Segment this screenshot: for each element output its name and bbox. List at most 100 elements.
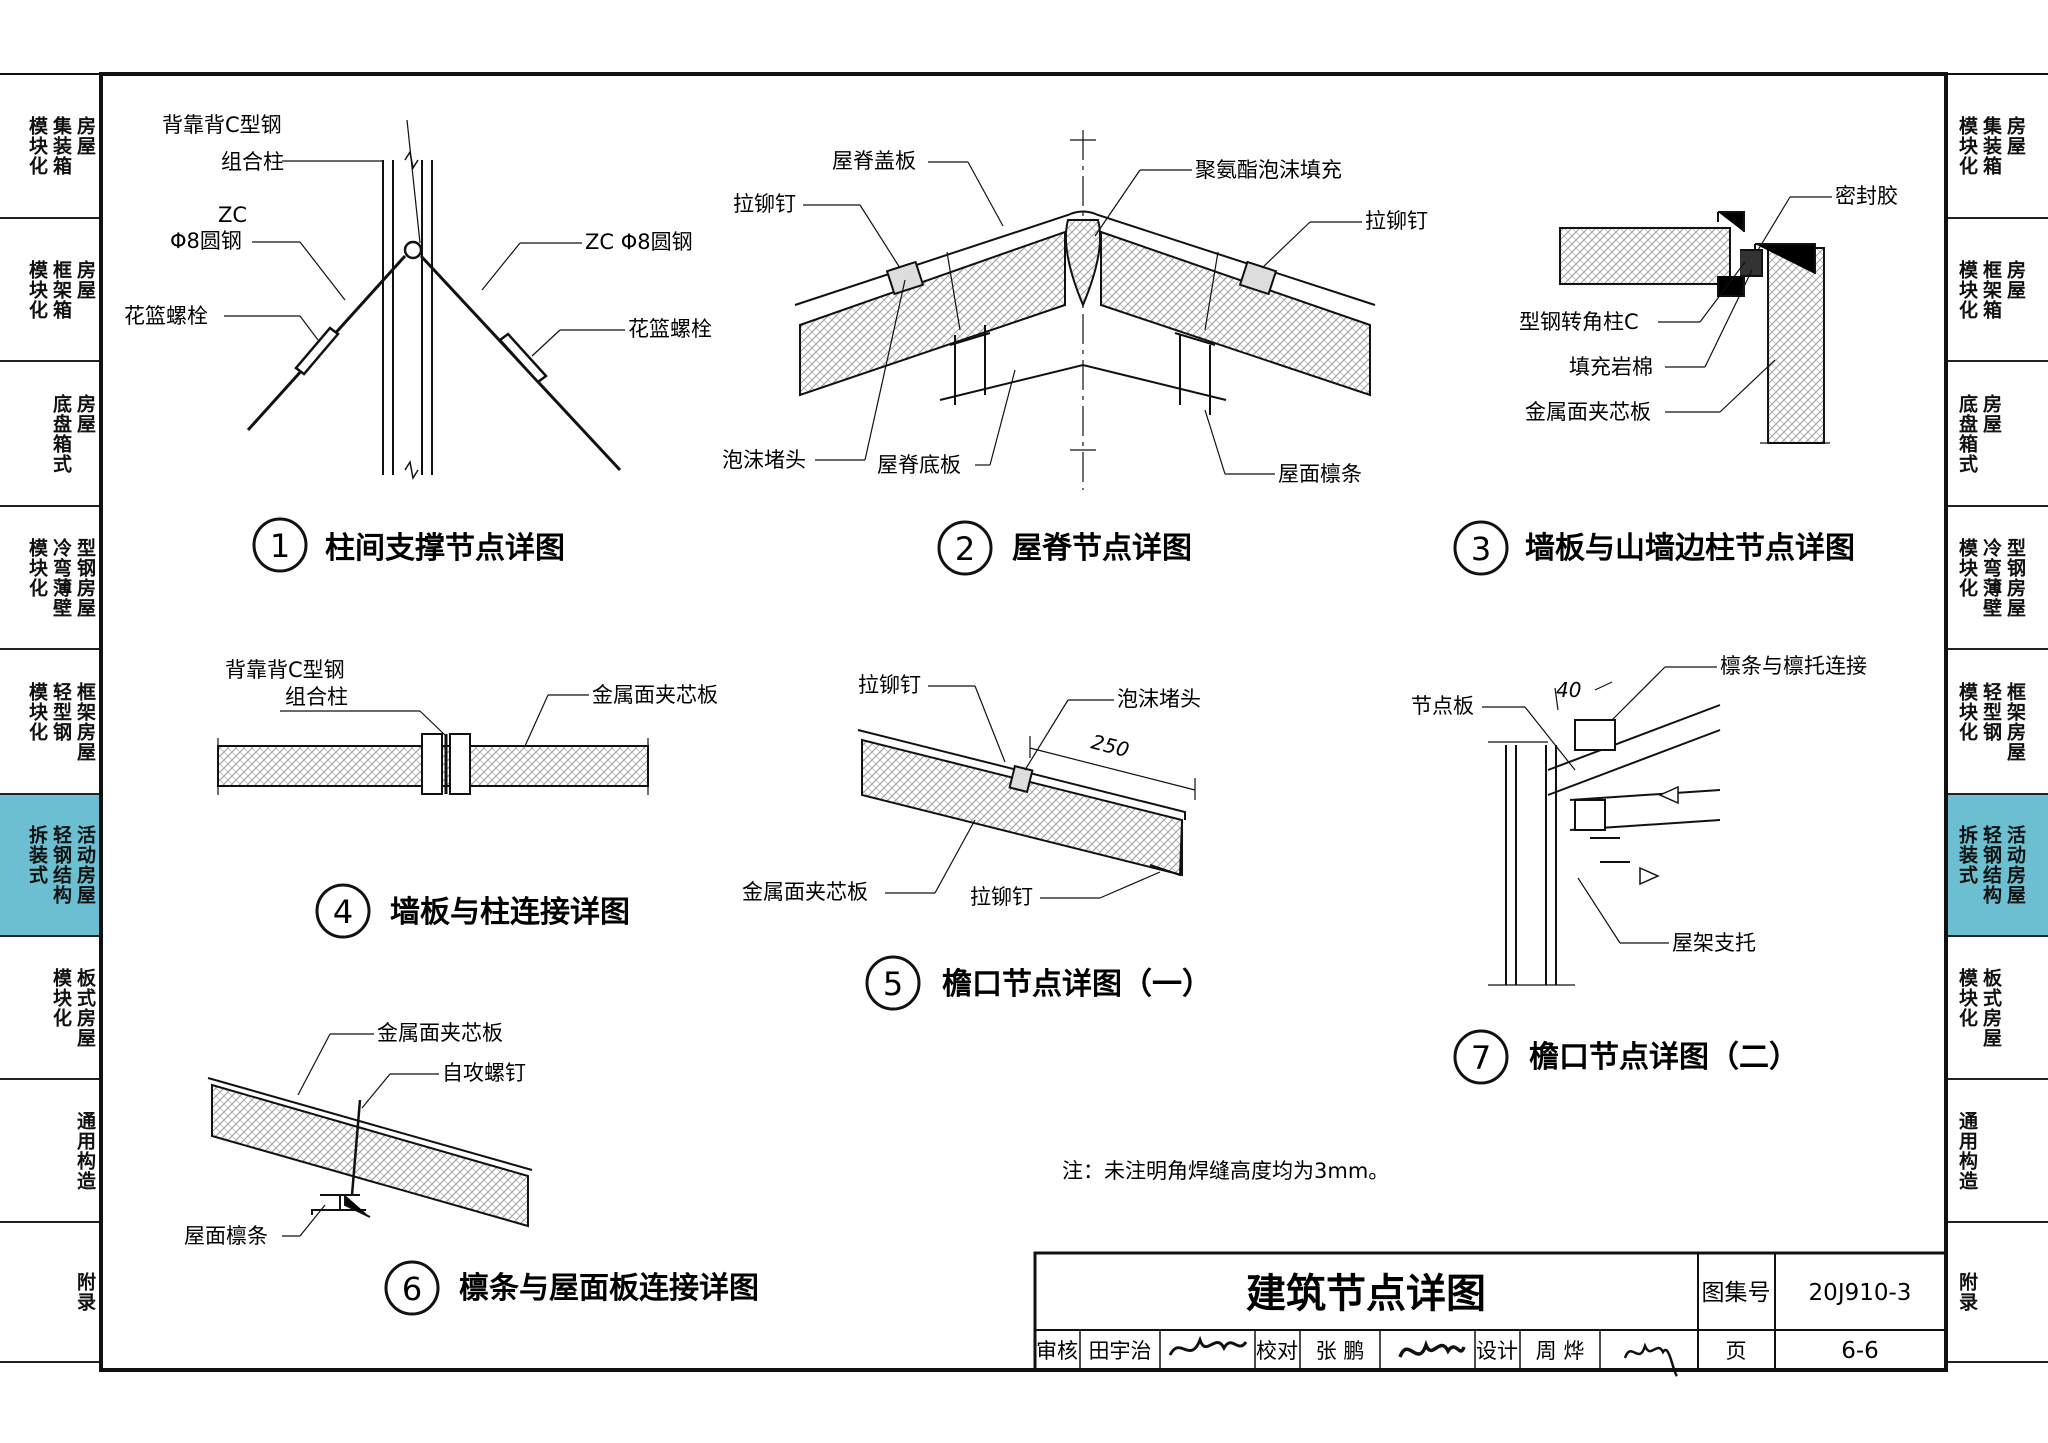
side-tab-label: 型钢房屋 [74, 537, 96, 618]
side-tab[interactable]: 板式房屋模块化 [0, 937, 100, 1080]
side-tab-label: 框架房屋 [2004, 681, 2026, 762]
side-tab-label: 模块化 [26, 115, 48, 176]
d3-number: 3 [1471, 530, 1491, 568]
side-tab[interactable]: 附录 [0, 1223, 100, 1363]
detail-7-eave-2 [1488, 681, 1721, 986]
side-tab-label: 房屋 [2004, 259, 2026, 300]
d2-number-circle [937, 520, 993, 576]
side-tab-label: 轻型钢 [50, 681, 72, 742]
d4-number: 4 [333, 893, 353, 931]
d6-title: 檩条与屋面板连接详图 [459, 1271, 759, 1306]
atlas-number: 20J910-3 [1809, 1280, 1912, 1306]
d7-number: 7 [1471, 1039, 1491, 1077]
side-tab[interactable]: 型钢房屋冷弯薄壁模块化 [1948, 507, 2048, 650]
d3-label-rock-wool: 填充岩棉 [1569, 355, 1653, 379]
side-tab-label: 房屋 [1980, 393, 2002, 434]
d1-title: 柱间支撑节点详图 [325, 531, 565, 566]
detail-2-ridge [794, 130, 1376, 490]
d7-label-truss-support: 屋架支托 [1672, 931, 1756, 955]
d6-label-self-tapping-screw: 自攻螺钉 [442, 1061, 526, 1085]
detail-6-purlin-panel [207, 1077, 533, 1228]
d4-number-circle [315, 883, 371, 939]
side-tab[interactable]: 通用构造 [0, 1080, 100, 1223]
d1-label-back-to-back-c-steel: 背靠背C型钢 [162, 113, 282, 137]
side-tab[interactable]: 型钢房屋冷弯薄壁模块化 [0, 507, 100, 650]
side-tab-label: 房屋 [2004, 115, 2026, 156]
d3-label-sandwich-panel: 金属面夹芯板 [1525, 400, 1651, 424]
detail-5-eave-1 [857, 729, 1196, 877]
side-tab-label: 框架房屋 [74, 681, 96, 762]
d7-title: 檐口节点详图（二） [1529, 1040, 1799, 1075]
side-tab[interactable]: 房屋集装箱模块化 [1948, 74, 2048, 219]
side-tab-label: 房屋 [74, 259, 96, 300]
d3-label-sealant: 密封胶 [1835, 184, 1898, 208]
side-tab-label: 板式房屋 [1980, 967, 2002, 1048]
d7-label-purlin-connection: 檩条与檩托连接 [1720, 654, 1867, 678]
d2-title: 屋脊节点详图 [1012, 531, 1192, 566]
d2-label-pu-foam: 聚氨酯泡沫填充 [1195, 158, 1342, 182]
d1-label-zc-round-steel-right: ZC Φ8圆钢 [585, 230, 693, 254]
detail-3-wall-corner [1559, 211, 1830, 444]
side-tab[interactable]: 框架房屋轻型钢模块化 [0, 650, 100, 795]
side-tab-label: 模块化 [1956, 259, 1978, 320]
d1-label-zc: ZC [218, 203, 247, 227]
d2-label-rivet-left: 拉铆钉 [733, 192, 796, 216]
side-tab[interactable]: 活动房屋轻钢结构拆装式 [0, 795, 100, 937]
side-tab[interactable]: 房屋框架箱模块化 [0, 219, 100, 362]
side-tab-label: 附录 [74, 1272, 96, 1312]
d3-title: 墙板与山墙边柱节点详图 [1525, 531, 1855, 566]
side-tab-label: 活动房屋 [74, 825, 96, 905]
side-tab[interactable]: 通用构造 [1948, 1080, 2048, 1223]
side-tab-label: 模块化 [1956, 537, 1978, 598]
side-tab[interactable]: 附录 [1948, 1223, 2048, 1363]
detail-4-wall-column [217, 733, 649, 795]
side-tab-label: 冷弯薄壁 [50, 537, 72, 618]
side-tab[interactable]: 房屋框架箱模块化 [1948, 219, 2048, 362]
d2-label-foam-plug: 泡沫堵头 [722, 448, 806, 472]
side-tab-label: 模块化 [1956, 115, 1978, 176]
side-tab[interactable]: 房屋集装箱模块化 [0, 74, 100, 219]
side-tab-label: 模块化 [26, 259, 48, 320]
d4-label-back-to-back-c-steel: 背靠背C型钢 [225, 658, 345, 682]
d4-title: 墙板与柱连接详图 [390, 895, 630, 930]
side-tab[interactable]: 房屋底盘箱式 [1948, 362, 2048, 507]
side-tab-label: 模块化 [1956, 967, 1978, 1028]
title-block [1033, 1251, 1948, 1372]
designer-signature [1623, 1342, 1679, 1377]
d3-number-circle [1453, 520, 1509, 576]
design-label: 设计 [1476, 1339, 1518, 1363]
side-tab-label: 框架箱 [1980, 259, 2002, 320]
d1-number-circle [252, 517, 308, 573]
side-tab-label: 模块化 [26, 537, 48, 598]
reviewer-name: 田宇治 [1089, 1339, 1152, 1363]
side-tab-label: 底盘箱式 [50, 393, 72, 474]
d1-label-composite-column: 组合柱 [221, 150, 284, 174]
page-label: 页 [1726, 1339, 1747, 1363]
side-tab-label: 轻型钢 [1980, 681, 2002, 742]
d7-number-circle [1453, 1029, 1509, 1085]
d6-number: 6 [402, 1270, 422, 1308]
side-tab[interactable]: 房屋底盘箱式 [0, 362, 100, 507]
d2-label-ridge-cover: 屋脊盖板 [832, 149, 916, 173]
d5-label-rivet-bottom: 拉铆钉 [970, 885, 1033, 909]
d3-label-corner-column: 型钢转角柱C [1519, 310, 1639, 334]
side-tab[interactable]: 板式房屋模块化 [1948, 937, 2048, 1080]
side-tab-label: 通用构造 [74, 1110, 96, 1191]
side-tab-label: 房屋 [74, 115, 96, 156]
side-tab[interactable]: 活动房屋轻钢结构拆装式 [1948, 795, 2048, 937]
d5-number: 5 [883, 965, 903, 1003]
d5-title: 檐口节点详图（一） [942, 967, 1212, 1002]
d7-label-gusset-plate: 节点板 [1411, 694, 1474, 718]
side-tab-label: 模块化 [1956, 681, 1978, 742]
d1-label-turnbuckle-right: 花篮螺栓 [628, 317, 712, 341]
side-tab-label: 集装箱 [50, 115, 72, 176]
side-tab-label: 附录 [1956, 1272, 1978, 1312]
d4-label-composite-column: 组合柱 [285, 685, 348, 709]
d2-label-ridge-bottom: 屋脊底板 [877, 453, 961, 477]
d5-label-rivet-top: 拉铆钉 [858, 673, 921, 697]
side-tab[interactable]: 框架房屋轻型钢模块化 [1948, 650, 2048, 795]
review-label: 审核 [1036, 1339, 1078, 1363]
side-tab-label: 板式房屋 [74, 967, 96, 1048]
d5-label-foam-plug: 泡沫堵头 [1117, 687, 1201, 711]
side-tab-label: 拆装式 [1956, 825, 1978, 885]
